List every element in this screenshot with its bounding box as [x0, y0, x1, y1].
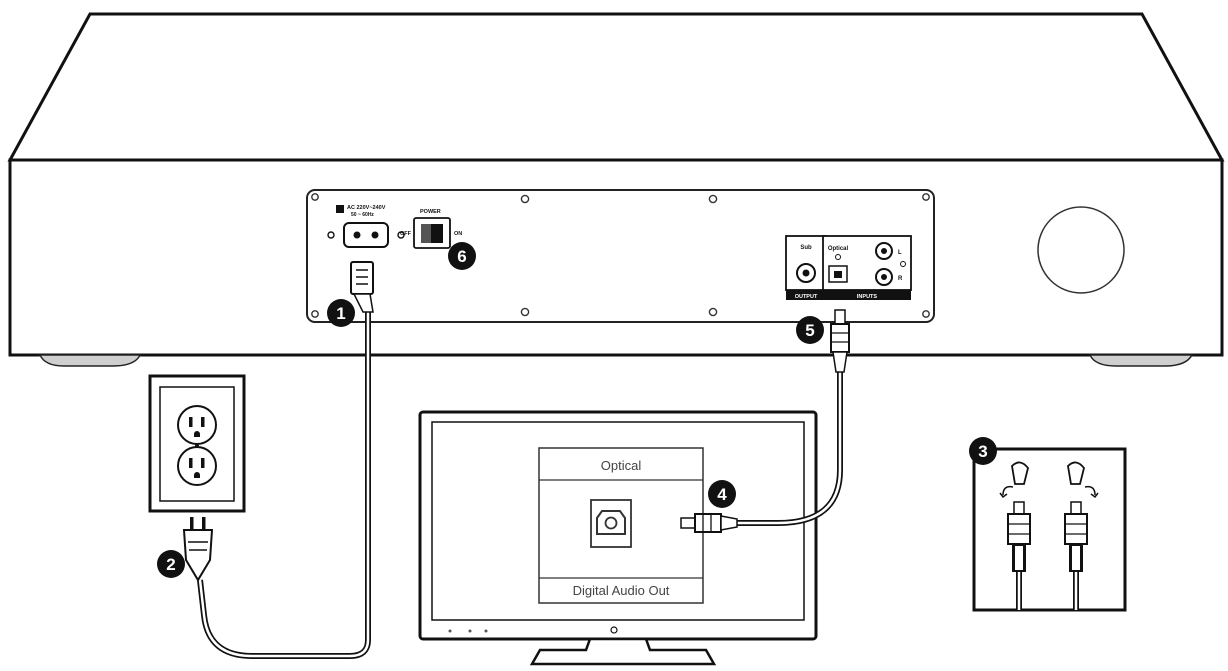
- svg-text:AC 220V~240V: AC 220V~240V: [347, 205, 386, 211]
- wall-outlet: [148, 374, 246, 513]
- svg-text:L: L: [898, 250, 902, 256]
- svg-text:50 ~ 60Hz: 50 ~ 60Hz: [351, 212, 374, 218]
- outlet-socket-lower: [177, 446, 217, 486]
- television: Optical Digital Audio Out: [418, 410, 818, 666]
- optical-cable: [680, 309, 850, 533]
- step-badge-1: 1: [327, 299, 355, 327]
- tv-panel-top-label: Optical: [601, 458, 642, 473]
- unit-top-surface: [7, 12, 1225, 162]
- step-badge-5: 5: [796, 316, 824, 344]
- audio-jacks: OUTPUT Sub INPUTS Optical L R: [785, 235, 912, 300]
- volume-knob: [1037, 206, 1125, 294]
- svg-text:2: 2: [166, 555, 175, 574]
- step-badges: 1 2 3 4 5 6: [157, 242, 997, 578]
- panel-screws: [311, 193, 930, 318]
- svg-text:OFF: OFF: [400, 231, 412, 237]
- svg-text:ON: ON: [454, 231, 462, 237]
- svg-text:5: 5: [805, 321, 814, 340]
- svg-text:3: 3: [978, 442, 987, 461]
- outlet-socket-upper: [177, 405, 217, 445]
- svg-text:6: 6: [457, 247, 466, 266]
- svg-text:Optical: Optical: [828, 246, 849, 252]
- step-badge-6: 6: [448, 242, 476, 270]
- svg-text:INPUTS: INPUTS: [857, 294, 878, 300]
- svg-text:Sub: Sub: [800, 245, 812, 251]
- step-badge-2: 2: [157, 550, 185, 578]
- power-cable: [182, 261, 374, 659]
- svg-text:R: R: [898, 276, 903, 282]
- step-badge-4: 4: [708, 480, 736, 508]
- inset-remove-caps: [972, 447, 1127, 612]
- tv-panel-bottom-label: Digital Audio Out: [573, 583, 670, 598]
- tv-stand: [529, 637, 717, 666]
- unit-foot-left: [38, 354, 142, 367]
- tv-optical-panel: Optical Digital Audio Out: [538, 447, 704, 604]
- rear-panel: AC 220V~240V 50 ~ 60Hz POWER OFF ON OUTP…: [306, 189, 935, 323]
- svg-text:1: 1: [336, 304, 345, 323]
- svg-text:POWER: POWER: [420, 209, 441, 215]
- svg-text:4: 4: [717, 485, 727, 504]
- unit-foot-right: [1088, 354, 1194, 367]
- svg-text:OUTPUT: OUTPUT: [795, 294, 818, 300]
- power-switch: POWER OFF ON: [400, 209, 462, 249]
- step-badge-3: 3: [969, 437, 997, 465]
- ac-power-inlet: AC 220V~240V 50 ~ 60Hz: [327, 205, 405, 248]
